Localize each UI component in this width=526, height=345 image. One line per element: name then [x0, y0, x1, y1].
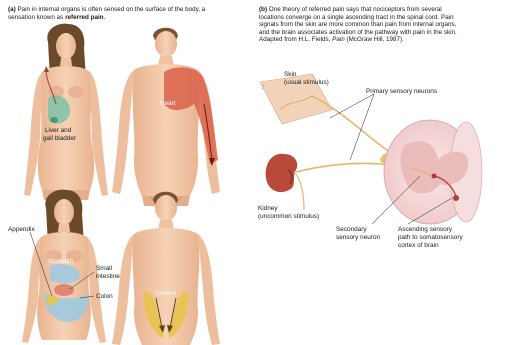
head: [54, 199, 74, 225]
torso: [133, 228, 200, 345]
label-primary-neurons: Primary sensory neurons: [366, 88, 437, 95]
female-figure-top: [24, 24, 108, 200]
label-ascending-cortex: cortex of brain: [398, 242, 439, 249]
arm-left: [112, 234, 134, 345]
label-secondary-neuron: sensory neuron: [336, 234, 380, 241]
label-kidney-uncommon: (uncommon stimulus): [258, 213, 319, 220]
label-small: Small: [96, 265, 112, 272]
label-secondary: Secondary: [336, 226, 367, 233]
small-intestine-zone: [54, 284, 74, 296]
neck: [58, 224, 70, 232]
head: [56, 33, 76, 59]
label-liver: Liver and: [45, 127, 71, 134]
arm-left: [112, 70, 134, 194]
label-colon: Colon: [96, 293, 113, 300]
label-stomach: Stomach: [48, 258, 73, 265]
neck: [60, 58, 72, 66]
arm-right: [198, 234, 220, 345]
label-ascending: Ascending sensory: [398, 226, 452, 233]
female-figure-bottom: [22, 190, 106, 343]
label-appendix: Appendix: [8, 226, 35, 233]
gallbladder: [50, 117, 58, 123]
appendix-zone: [46, 295, 58, 305]
label-skin-usual: (usual stimulus): [284, 79, 329, 86]
label-gall-bladder: gall bladder: [43, 135, 76, 142]
label-skin: Skin: [284, 71, 296, 78]
label-heart: Heart: [160, 100, 176, 107]
male-figure-top: [112, 28, 220, 207]
label-intestine: intestine: [96, 273, 120, 280]
kidney: [266, 154, 304, 210]
male-figure-bottom: [112, 192, 220, 345]
label-kidney: Kidney: [258, 205, 278, 212]
arm-right: [88, 238, 106, 343]
head: [155, 31, 177, 57]
label-ureters: Ureters: [155, 290, 176, 297]
head: [155, 195, 177, 221]
label-ascending-path: path to somatosensory: [398, 234, 463, 241]
spinal-cord-section: [384, 120, 482, 224]
